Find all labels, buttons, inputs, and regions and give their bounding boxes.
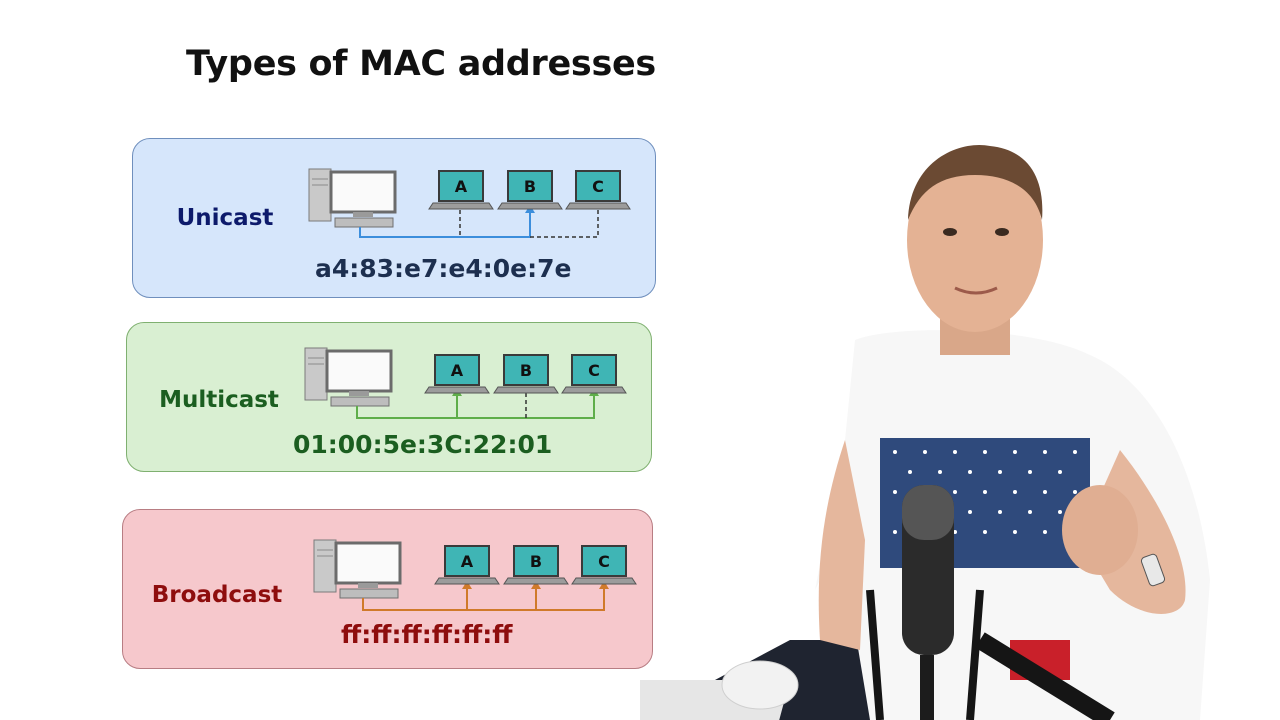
svg-text:C: C: [592, 177, 604, 196]
svg-text:C: C: [588, 361, 600, 380]
unicast-label: Unicast: [176, 205, 274, 231]
svg-text:A: A: [461, 552, 474, 571]
arrow-to-a-icon: [462, 581, 472, 589]
multicast-main-line: [356, 393, 595, 419]
broadcast-network-diagram: A B C: [313, 539, 637, 611]
svg-text:C: C: [598, 552, 610, 571]
unicast-main-line: [359, 210, 531, 238]
laptop-c-icon: C: [565, 170, 631, 210]
unicast-panel: Unicast a4:83:e7:e4:0e:7e A B: [132, 138, 656, 298]
presenter-video: [640, 144, 1210, 720]
slide-title: Types of MAC addresses: [186, 44, 656, 84]
laptop-a-icon: A: [434, 545, 500, 585]
svg-text:B: B: [530, 552, 542, 571]
svg-text:B: B: [520, 361, 532, 380]
arrow-to-b-icon: [531, 581, 541, 589]
unicast-network-diagram: A B C: [308, 168, 631, 238]
svg-text:A: A: [455, 177, 468, 196]
desktop-computer-icon: [313, 539, 402, 599]
presenter-head: [907, 148, 1043, 332]
mouse: [721, 660, 799, 710]
desktop-computer-icon: [308, 168, 397, 228]
laptop-b-icon: B: [503, 545, 569, 585]
broadcast-main-line: [362, 586, 605, 611]
laptop-b-icon: B: [493, 354, 559, 394]
watch-icon: [1140, 553, 1166, 587]
presenter-hand: [1062, 485, 1138, 575]
svg-text:A: A: [451, 361, 464, 380]
microphone-icon: [866, 485, 1115, 720]
broadcast-address: ff:ff:ff:ff:ff:ff: [341, 620, 513, 649]
laptop-a-icon: A: [428, 170, 494, 210]
svg-text:B: B: [524, 177, 536, 196]
laptop-a-icon: A: [424, 354, 490, 394]
laptop-b-icon: B: [497, 170, 563, 210]
unicast-address: a4:83:e7:e4:0e:7e: [315, 254, 572, 283]
shirt-stars: [893, 450, 1077, 534]
multicast-network-diagram: A B C: [304, 347, 627, 419]
broadcast-panel: Broadcast ff:ff:ff:ff:ff:ff A B: [122, 509, 653, 669]
multicast-panel: Multicast 01:00:5e:3C:22:01 A B C: [126, 322, 652, 472]
broadcast-label: Broadcast: [151, 582, 283, 608]
desktop-computer-icon: [304, 347, 393, 407]
dashed-line-c: [530, 210, 599, 238]
multicast-label: Multicast: [159, 387, 279, 413]
laptop-c-icon: C: [561, 354, 627, 394]
arrow-to-c-icon: [599, 581, 609, 589]
multicast-address: 01:00:5e:3C:22:01: [293, 430, 553, 459]
presenter-hair: [908, 144, 1043, 220]
presenter-left-arm: [818, 440, 865, 650]
laptop-c-icon: C: [571, 545, 637, 585]
